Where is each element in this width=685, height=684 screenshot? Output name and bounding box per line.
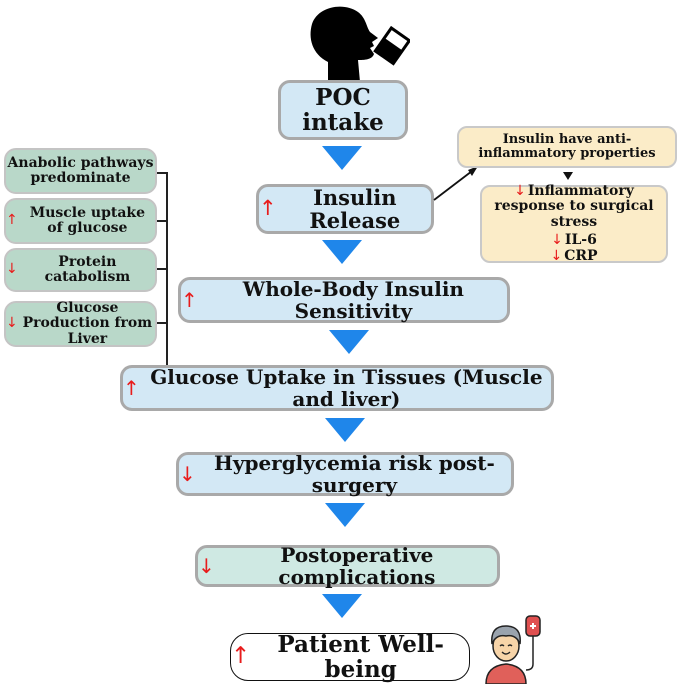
flow-arrow-icon: [329, 330, 369, 354]
bracket-tick: [157, 172, 167, 174]
flow-arrow-icon: [325, 418, 365, 442]
flow-arrow-icon: [322, 594, 362, 618]
bracket-tick: [157, 220, 167, 222]
flow-arrow-icon: [325, 503, 365, 527]
anti-inflammatory-box: Insulin have anti-inflammatory propertie…: [457, 126, 677, 168]
insulin-sensitivity-box: ↑Whole-Body Insulin Sensitivity: [178, 277, 510, 323]
glucose-uptake-box: ↑Glucose Uptake in Tissues (Muscle and l…: [120, 365, 554, 411]
hyperglycemia-box: ↓Hyperglycemia risk post-surgery: [176, 452, 514, 496]
bracket-tick: [157, 268, 167, 270]
patient-iv-icon: [485, 615, 541, 684]
bracket-tick: [157, 322, 167, 324]
flow-arrow-icon: [322, 146, 362, 170]
connector-arrow: [433, 166, 478, 201]
complications-box: ↓Postoperative complications: [195, 544, 500, 588]
side-effect-box: ↓Glucose Production from Liver: [4, 300, 157, 347]
side-effect-box: ↓Protein catabolism: [4, 248, 157, 292]
person-drinking-icon: [310, 6, 410, 82]
patient-wellbeing-box: ↑Patient Well-being: [230, 632, 470, 682]
poc-intake-box: POC intake: [278, 80, 408, 140]
insulin-release-box: ↑Insulin Release: [256, 184, 434, 234]
inflammatory-response-box: ↓Inflammatory response to surgical stres…: [480, 183, 668, 263]
side-effect-box: ↑Muscle uptake of glucose: [4, 198, 157, 244]
down-arrow-icon: [563, 172, 573, 180]
side-effect-box: Anabolic pathways predominate: [4, 148, 157, 194]
flow-arrow-icon: [322, 240, 362, 264]
